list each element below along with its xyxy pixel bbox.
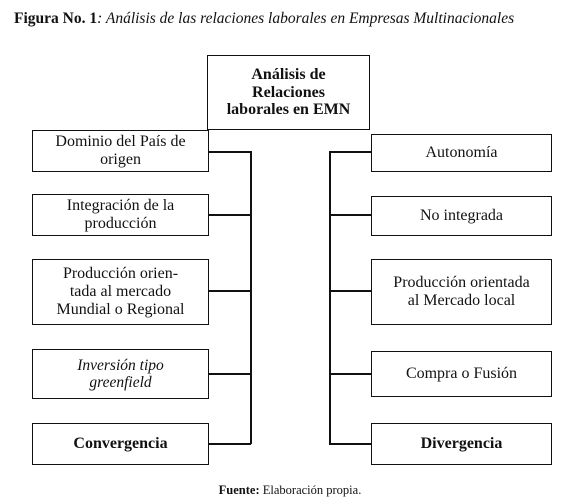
right-node-2: No integrada (371, 196, 552, 236)
figure-caption: Figura No. 1: Análisis de las relaciones… (14, 10, 514, 28)
caption-title: : Análisis de las relaciones laborales e… (97, 10, 515, 27)
right-tick-1 (329, 151, 372, 153)
caption-label: Figura No. 1 (14, 10, 98, 27)
left-connector-vertical (250, 151, 252, 444)
right-tick-5 (329, 443, 372, 445)
right-tick-2 (329, 214, 372, 216)
right-node-1-line-1: Autonomía (425, 144, 498, 162)
left-node-4-line-1: Inversión tipo (77, 356, 164, 374)
root-line-1: Análisis de (251, 65, 326, 83)
left-tick-3 (209, 290, 251, 292)
right-node-3-line-1: Producción orientada (393, 274, 530, 292)
root-line-2: Relaciones (252, 83, 325, 101)
left-node-3-line-3: Mundial o Regional (56, 300, 185, 318)
right-node-1: Autonomía (371, 134, 552, 172)
root-line-3: laborales en EMN (226, 101, 351, 119)
right-node-4-line-1: Compra o Fusión (405, 365, 518, 383)
right-node-5: Divergencia (371, 423, 552, 465)
left-node-3-line-2: tada al mercado (69, 283, 172, 301)
left-node-2-line-2: producción (84, 215, 157, 232)
left-node-5: Convergencia (32, 423, 209, 465)
left-node-4-line-2: greenfield (89, 374, 152, 391)
left-node-5-line-1: Convergencia (73, 435, 168, 453)
right-node-2-line-1: No integrada (419, 207, 504, 225)
left-tick-5 (209, 443, 251, 445)
source-text: Elaboración propia. (259, 483, 362, 497)
left-tick-1 (209, 151, 251, 153)
right-node-3-line-2: al Mercado local (407, 292, 516, 309)
right-node-4: Compra o Fusión (371, 351, 552, 397)
root-node: Análisis de Relaciones laborales en EMN (207, 55, 370, 130)
left-tick-2 (209, 214, 251, 216)
left-node-2-line-1: Integración de la (66, 197, 175, 215)
source-note: Fuente: Elaboración propia. (0, 483, 580, 498)
source-label: Fuente: (218, 483, 260, 497)
right-tick-4 (329, 373, 372, 375)
right-connector-vertical (329, 151, 331, 444)
right-tick-3 (329, 290, 372, 292)
left-node-1-line-2: origen (100, 151, 141, 168)
left-node-3-line-1: Producción orien- (62, 265, 179, 283)
right-node-5-line-1: Divergencia (420, 435, 503, 453)
left-tick-4 (209, 373, 251, 375)
left-node-1-line-1: Dominio del País de (55, 133, 186, 151)
